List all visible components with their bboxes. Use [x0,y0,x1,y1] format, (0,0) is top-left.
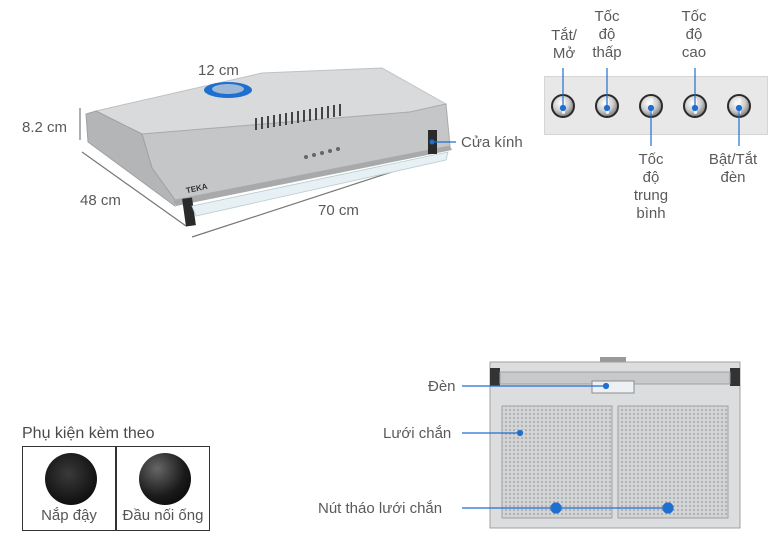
knob-label-high-line-2: độ [685,26,703,43]
knob-label-low-line-1: Tốc [594,8,620,25]
knob-label-high: Tốc độ cao [672,8,716,62]
knob-label-power: Tắt/ Mở [543,27,585,63]
accessory-cap-name: Nắp đậy [41,507,97,524]
knob-label-medium-line-3: trung [633,187,669,204]
knob-label-low-line-2: độ [598,26,616,43]
accessories-title: Phụ kiện kèm theo [22,425,155,442]
knob-label-light-line-2: đèn [720,169,746,186]
accessory-duct-connector-name: Đầu nối ống [122,507,204,524]
filter-release-label: Nút tháo lưới chắn [318,500,443,517]
knob-label-high-line-1: Tốc [681,8,707,25]
knob-label-power-line-2: Mở [552,45,576,62]
knob-label-high-line-3: cao [681,44,707,61]
accessory-duct-connector: Đầu nối ống [116,446,210,531]
dimension-side-width: 48 cm [80,192,121,209]
control-panel [544,76,768,135]
dimension-depth: 12 cm [198,62,239,79]
knob-label-medium-line-2: độ [642,169,660,186]
knob-label-low-line-3: thấp [592,44,622,61]
glass-label: Cửa kính [461,134,523,151]
cap-image [45,453,97,505]
dimension-height: 8.2 cm [22,119,68,136]
light-label: Đèn [428,378,456,395]
knob-label-medium: Tốc độ trung bình [625,151,677,223]
knob-label-medium-line-1: Tốc [638,151,664,168]
knob-label-light-line-1: Bật/Tắt [708,151,758,168]
filter-label: Lưới chắn [383,425,452,442]
accessory-cap: Nắp đậy [22,446,116,531]
duct-connector-image [139,453,191,505]
knob-label-medium-line-4: bình [636,205,666,222]
knob-label-light: Bật/Tắt đèn [700,151,766,187]
knob-label-low: Tốc độ thấp [586,8,628,62]
dimension-length: 70 cm [318,202,359,219]
knob-label-power-line-1: Tắt/ [551,27,577,44]
